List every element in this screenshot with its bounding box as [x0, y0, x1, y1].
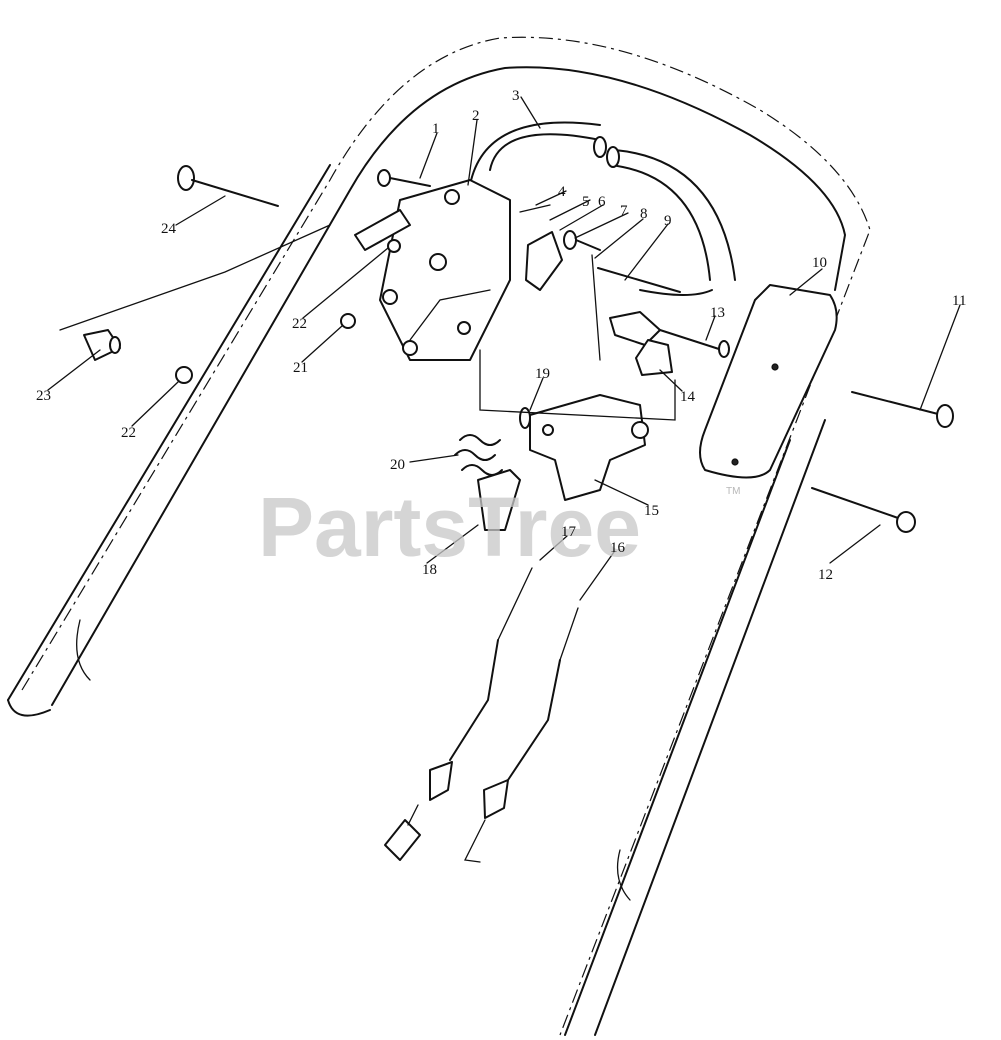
callout-8: 8 [640, 206, 648, 222]
callout-2: 2 [472, 108, 480, 124]
callout-1: 1 [432, 121, 440, 137]
callout-24: 24 [161, 221, 177, 237]
callout-22-upper: 22 [292, 316, 307, 332]
linkage [519, 204, 681, 376]
callout-4: 4 [558, 184, 566, 200]
hardware [83, 209, 411, 384]
callout-23: 23 [36, 388, 51, 404]
control-cables [384, 567, 579, 863]
control-housing [379, 179, 511, 361]
callout-20: 20 [390, 457, 405, 473]
callout-16: 16 [610, 540, 626, 556]
bail-handle [469, 121, 736, 296]
callout-7: 7 [620, 203, 628, 219]
watermark: PartsTree [258, 480, 641, 574]
handle-tube [7, 36, 871, 1036]
callout-17: 17 [561, 524, 577, 540]
callout-9: 9 [664, 213, 672, 229]
watermark-trademark: TM [726, 486, 740, 497]
callout-15: 15 [644, 503, 659, 519]
side-cover [699, 284, 838, 479]
callout-12: 12 [818, 567, 833, 583]
leader-lines [47, 96, 961, 601]
callout-19: 19 [535, 366, 550, 382]
callout-22-lower: 22 [121, 425, 136, 441]
callout-13: 13 [710, 305, 725, 321]
callout-21: 21 [293, 360, 308, 376]
bolts [177, 165, 954, 533]
callout-5: 5 [582, 194, 590, 210]
callout-3: 3 [512, 88, 520, 104]
callout-6: 6 [598, 194, 606, 210]
callout-18: 18 [422, 562, 437, 578]
bracket-assembly [454, 349, 676, 531]
callout-11: 11 [952, 293, 966, 309]
callout-labels: 1 2 3 4 5 6 7 8 9 10 11 12 13 14 15 16 1… [36, 88, 966, 583]
callout-10: 10 [812, 255, 827, 271]
callout-14: 14 [680, 389, 696, 405]
